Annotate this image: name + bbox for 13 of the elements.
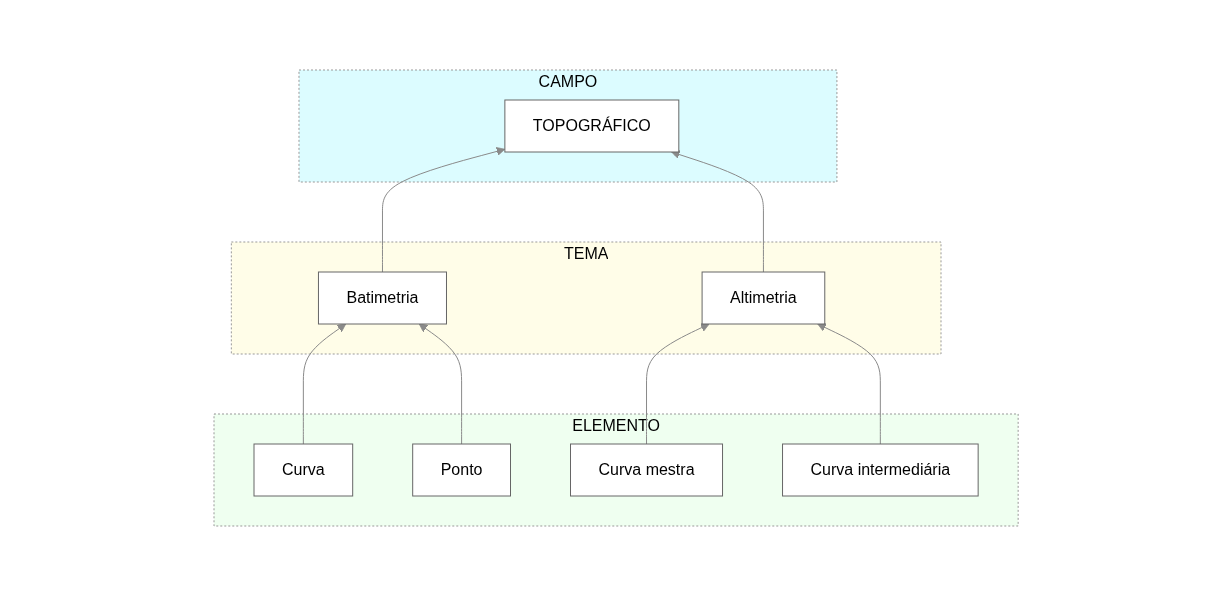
node-box: Altimetria: [701, 271, 826, 325]
node-box: Ponto: [412, 443, 511, 497]
node-box: Batimetria: [317, 271, 447, 325]
arrow: [671, 150, 764, 273]
arrow: [817, 323, 881, 445]
arrow: [418, 323, 462, 445]
arrow: [645, 323, 710, 445]
arrow: [302, 323, 347, 445]
node-box: Curva intermediária: [781, 443, 979, 497]
node-box: Curva: [253, 443, 354, 497]
node-box: Curva mestra: [569, 443, 723, 497]
node-box: TOPOGRÁFICO: [504, 99, 680, 153]
arrow: [381, 147, 506, 273]
